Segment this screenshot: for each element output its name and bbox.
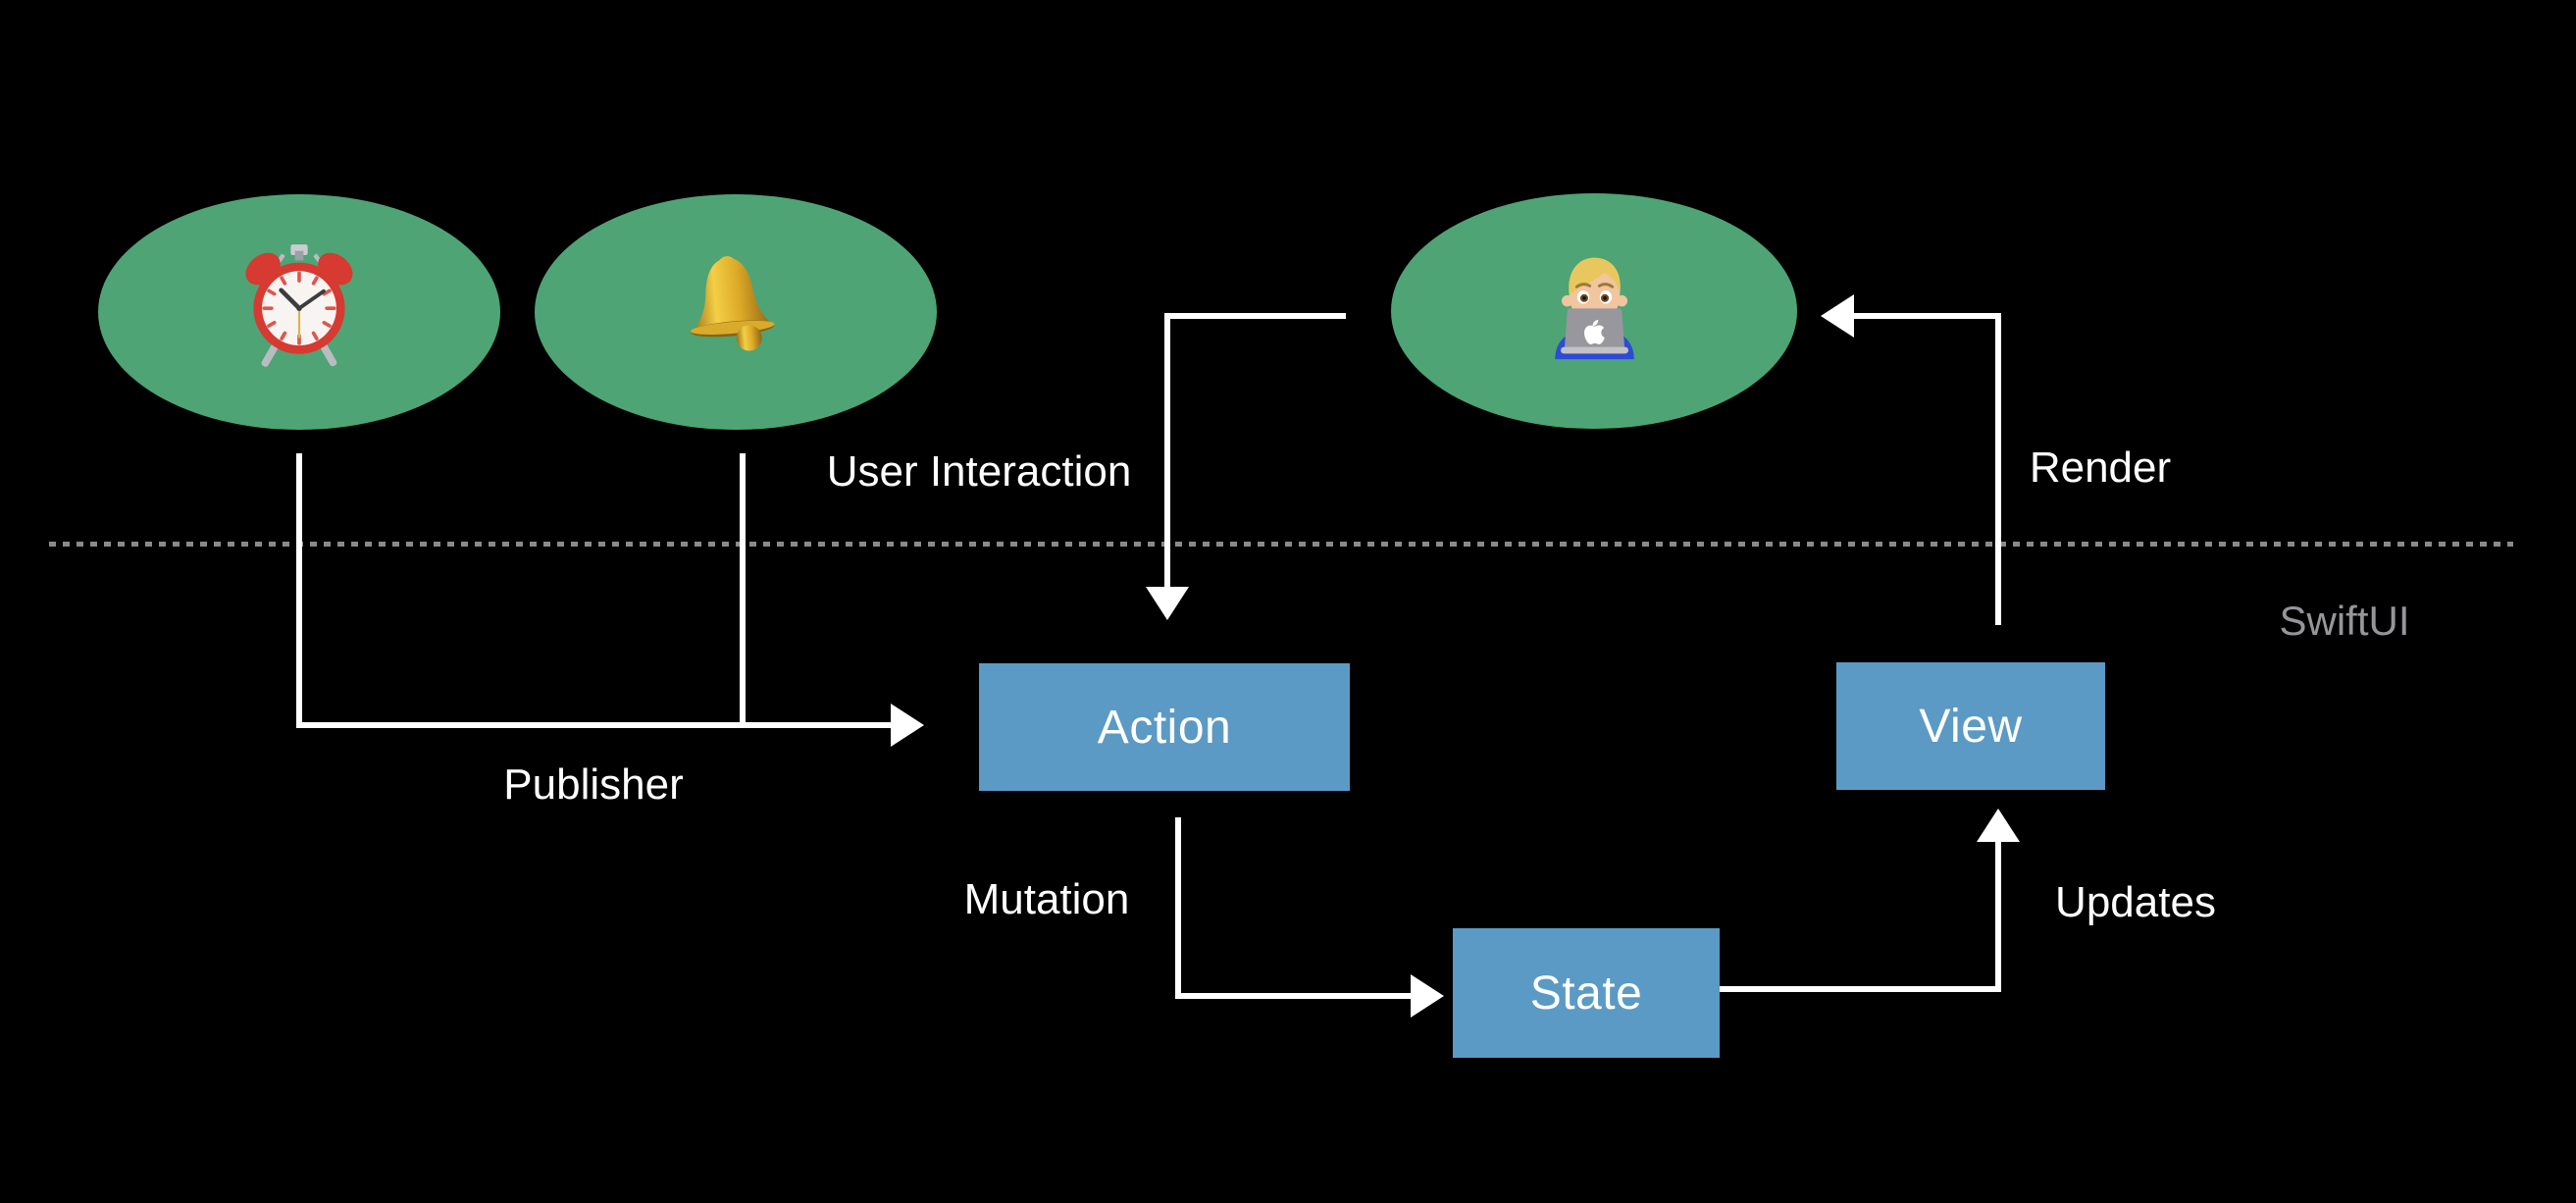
- view-box-label: View: [1919, 700, 2023, 753]
- state-box: State: [1453, 928, 1720, 1058]
- render-line-h: [1854, 313, 1998, 319]
- action-box-label: Action: [1097, 701, 1232, 754]
- user-interaction-line-v: [1164, 313, 1170, 591]
- man-technologist-icon: [1555, 257, 1634, 360]
- state-box-label: State: [1529, 967, 1643, 1020]
- mutation-line-h: [1175, 993, 1411, 999]
- action-box: Action: [979, 663, 1350, 791]
- updates-line-v: [1995, 842, 2001, 992]
- mutation-arrowhead: [1411, 974, 1444, 1018]
- updates-line-h: [1720, 986, 1998, 992]
- publisher-line: [296, 722, 891, 728]
- bell-icon: [690, 256, 775, 351]
- alarm-connector-line: [296, 453, 302, 728]
- updates-arrowhead: [1977, 809, 2020, 842]
- bell-connector-line: [740, 453, 746, 728]
- user-interaction-arrowhead: [1146, 587, 1189, 620]
- updates-label: Updates: [2055, 878, 2216, 926]
- mutation-line-v: [1175, 817, 1181, 999]
- platform-divider-line: [49, 542, 2513, 547]
- alarm-clock-icon: [245, 244, 353, 367]
- render-arrowhead: [1821, 294, 1854, 338]
- user-interaction-line-h: [1164, 313, 1346, 319]
- publisher-label: Publisher: [503, 760, 684, 809]
- render-line-v: [1995, 313, 2001, 625]
- swiftui-label: SwiftUI: [2279, 598, 2410, 644]
- user-interaction-label: User Interaction: [826, 447, 1132, 496]
- publisher-arrowhead: [891, 704, 924, 747]
- mutation-label: Mutation: [963, 875, 1130, 923]
- view-box: View: [1836, 662, 2105, 790]
- render-label: Render: [2029, 444, 2172, 492]
